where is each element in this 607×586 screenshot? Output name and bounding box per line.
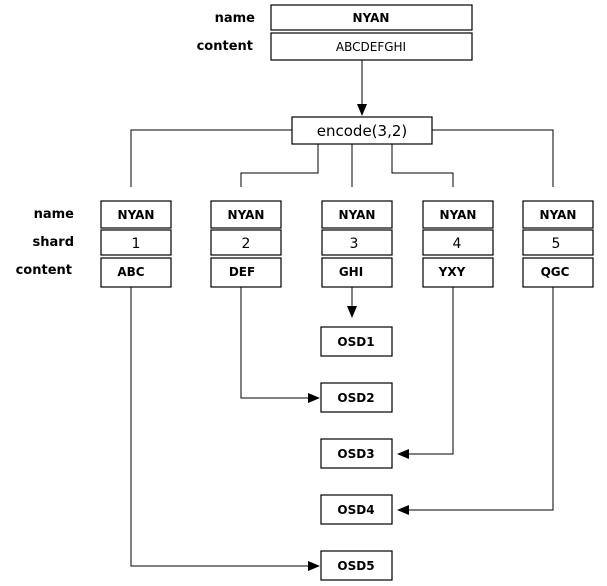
osd-node-1: OSD1 xyxy=(320,326,393,357)
row-label-content: content xyxy=(16,263,72,278)
shard-name-value: NYAN xyxy=(118,208,155,222)
shard-number-value: 1 xyxy=(132,236,141,252)
osd-box xyxy=(320,438,393,469)
encode-block: encode(3,2) xyxy=(291,116,433,145)
shard-1-to-osd5-line xyxy=(130,287,308,567)
encode-to-shard-1-line xyxy=(130,129,292,187)
shard-number-box xyxy=(321,229,393,256)
osd-label: OSD1 xyxy=(337,335,374,349)
object-content-label: content xyxy=(197,39,253,54)
shard-number-box xyxy=(422,229,494,256)
object-content-value: ABCDEFGHI xyxy=(336,40,406,54)
shard-column-2: NYAN 2 DEF xyxy=(210,200,282,288)
row-labels: name shard content xyxy=(16,207,75,278)
osd-label: OSD3 xyxy=(337,447,374,461)
shard-column-5: NYAN 5 QGC xyxy=(522,200,594,288)
object-content-box xyxy=(270,32,473,61)
shard-number-value: 3 xyxy=(350,236,359,252)
encode-to-shard-5-line xyxy=(432,129,554,187)
shard-name-value: NYAN xyxy=(228,208,265,222)
shard-number-value: 5 xyxy=(552,236,561,252)
shard-content-value: YXY xyxy=(438,265,466,279)
shard-content-box xyxy=(100,257,172,288)
object-name-value: NYAN xyxy=(353,11,390,25)
arrow-head xyxy=(308,393,320,403)
arrow-head xyxy=(397,449,409,459)
osd-node-2: OSD2 xyxy=(320,382,393,413)
shard-number-value: 4 xyxy=(453,236,462,252)
object-name-box xyxy=(270,4,473,31)
shard-number-value: 2 xyxy=(242,236,251,252)
shard-4-to-osd3-line xyxy=(409,287,454,455)
arrow-head xyxy=(347,306,357,318)
arrow-head xyxy=(357,104,367,116)
osd-node-5: OSD5 xyxy=(320,550,393,581)
shard-5-to-osd4-line xyxy=(409,287,554,511)
encode-box xyxy=(291,116,433,145)
shard-content-box xyxy=(210,257,282,288)
shard-name-box xyxy=(522,200,594,229)
osd-node-3: OSD3 xyxy=(320,438,393,469)
shard-name-box xyxy=(321,200,393,229)
shard-content-box xyxy=(321,257,393,288)
encode-to-shard-4-line xyxy=(391,144,454,187)
shard-content-value: ABC xyxy=(117,265,144,279)
osd-node-4: OSD4 xyxy=(320,494,393,525)
shard-content-box xyxy=(522,257,594,288)
osd-box xyxy=(320,326,393,357)
connectors xyxy=(130,60,554,571)
shard-column-1: NYAN 1 ABC xyxy=(100,200,172,288)
osd-list: OSD1 OSD2 OSD3 OSD4 OSD5 xyxy=(320,326,393,581)
osd-box xyxy=(320,550,393,581)
shard-2-to-osd2-line xyxy=(240,287,308,399)
arrow-head xyxy=(308,561,320,571)
shard-name-box xyxy=(210,200,282,229)
shard-name-box xyxy=(100,200,172,229)
osd-label: OSD2 xyxy=(337,391,374,405)
shard-content-value: QGC xyxy=(541,265,570,279)
object-name-label: name xyxy=(215,11,256,26)
shard-name-value: NYAN xyxy=(440,208,477,222)
shard-content-box xyxy=(422,257,494,288)
shard-column-3: NYAN 3 GHI xyxy=(321,200,393,288)
shard-number-box xyxy=(100,229,172,256)
shard-number-box xyxy=(210,229,282,256)
osd-label: OSD5 xyxy=(337,559,374,573)
shard-name-box xyxy=(422,200,494,229)
shard-content-value: DEF xyxy=(229,265,255,279)
row-label-name: name xyxy=(34,207,75,222)
shard-number-box xyxy=(522,229,594,256)
shard-content-value: GHI xyxy=(339,265,363,279)
encode-label: encode(3,2) xyxy=(317,122,407,140)
shard-column-4: NYAN 4 YXY xyxy=(422,200,494,288)
encode-to-shard-2-line xyxy=(240,144,319,187)
osd-box xyxy=(320,382,393,413)
arrow-head xyxy=(397,505,409,515)
row-label-shard: shard xyxy=(33,235,74,250)
shard-name-value: NYAN xyxy=(540,208,577,222)
shard-name-value: NYAN xyxy=(339,208,376,222)
osd-box xyxy=(320,494,393,525)
osd-label: OSD4 xyxy=(337,503,374,517)
object-block: name content NYAN ABCDEFGHI xyxy=(197,4,473,61)
